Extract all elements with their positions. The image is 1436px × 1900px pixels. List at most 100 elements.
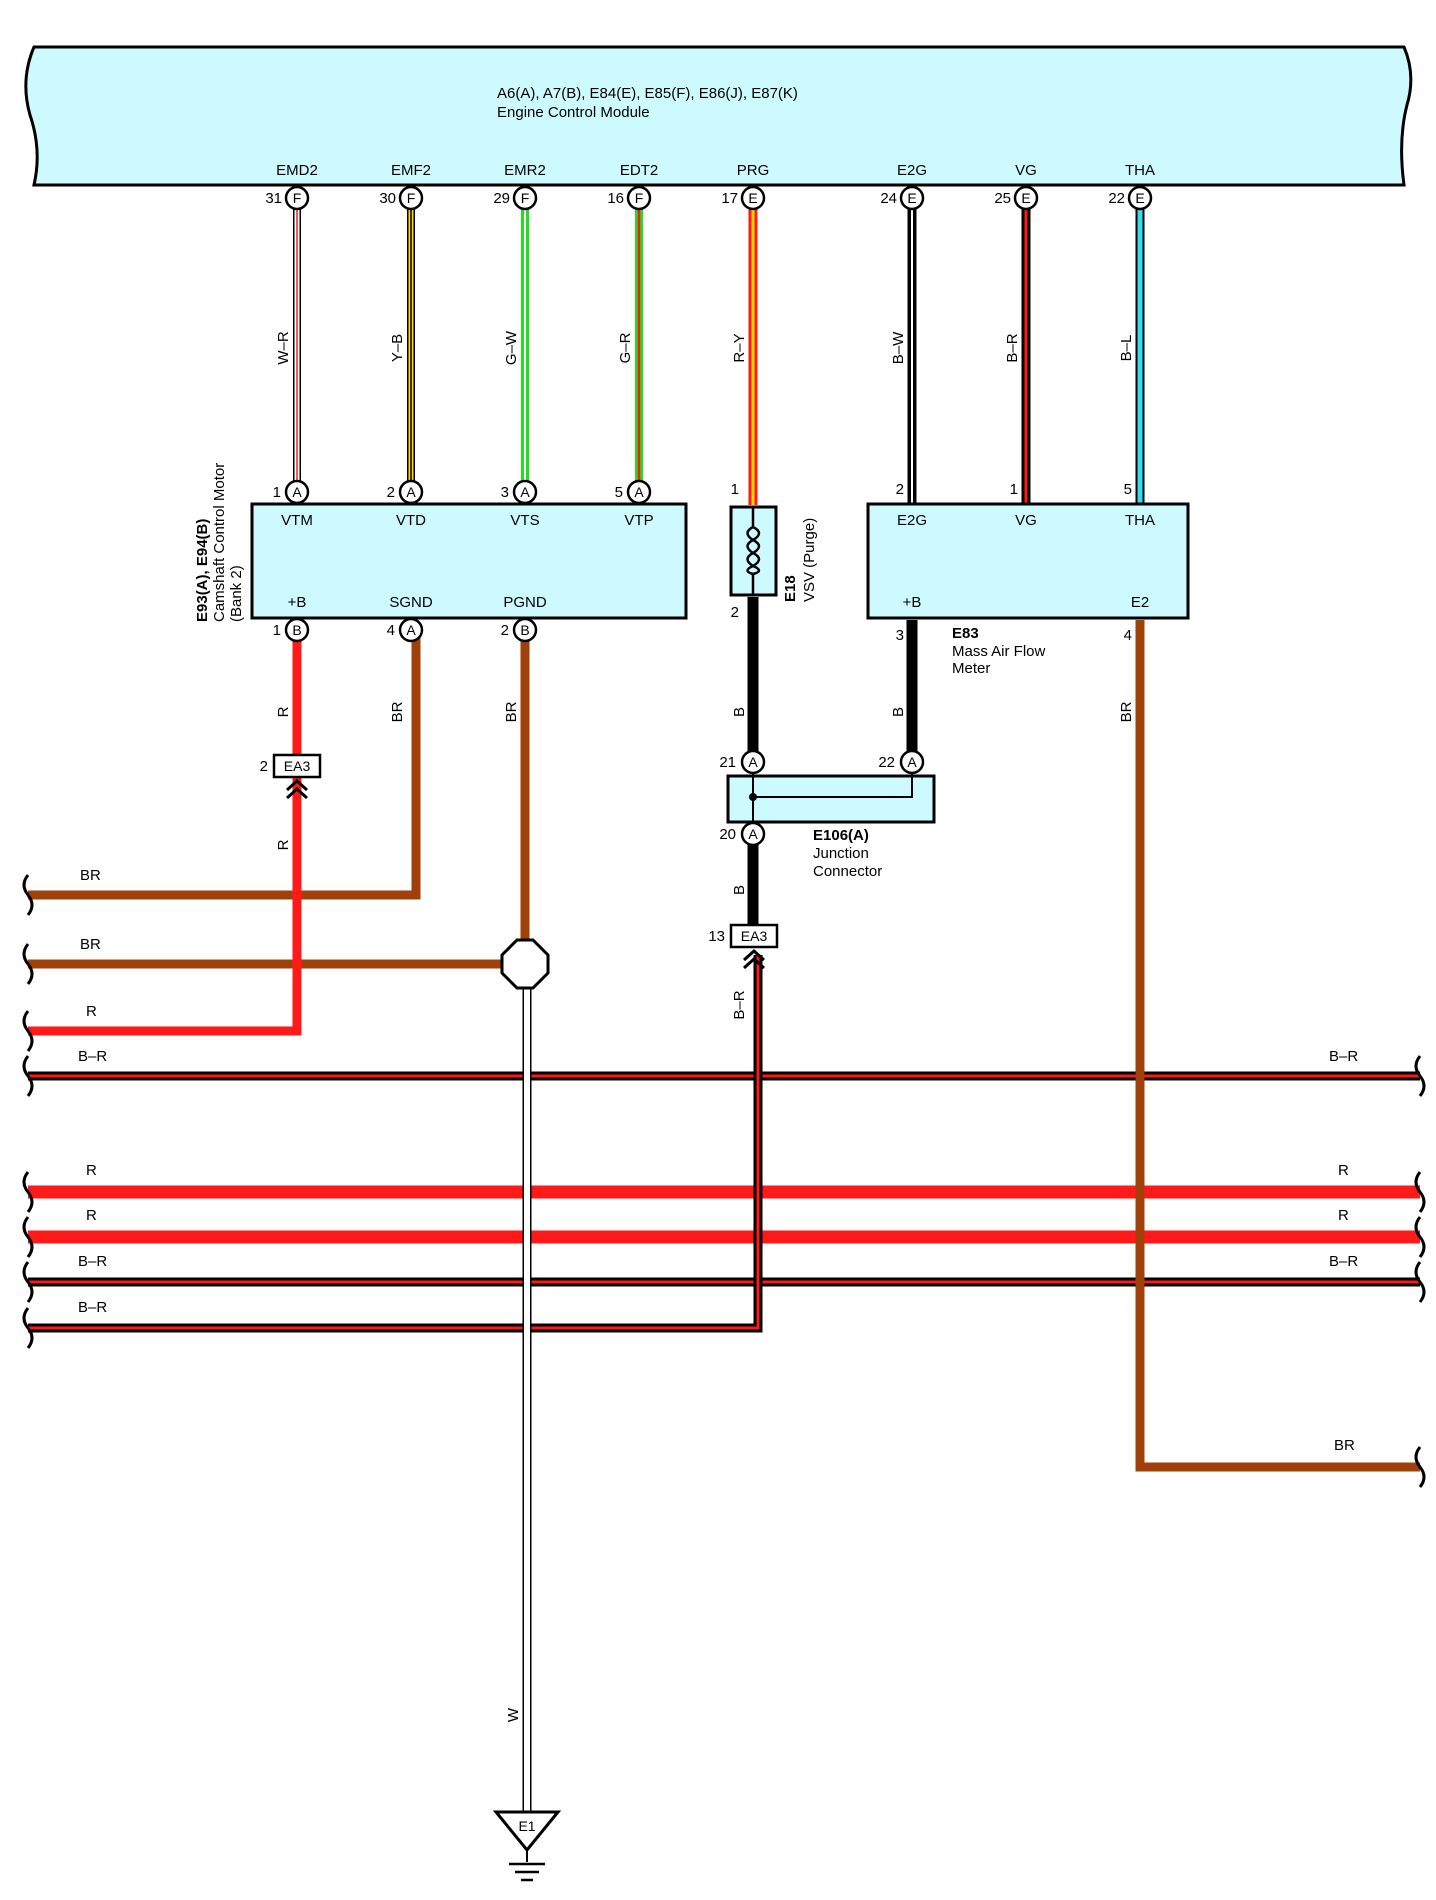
left-harness-labels: BR BR R B–R R R B–R B–R (78, 867, 107, 1316)
svg-text:F: F (635, 190, 644, 206)
svg-text:16: 16 (607, 190, 624, 207)
svg-text:R: R (275, 839, 292, 850)
svg-text:A: A (292, 484, 302, 500)
junction-id: E106(A) (813, 827, 869, 844)
ecm-terminal-names: EMD2 EMF2 EMR2 EDT2 PRG E2G VG THA (276, 162, 1155, 179)
wire-label-g-r: G–R (617, 332, 634, 363)
ecm-subtitle: Engine Control Module (497, 104, 650, 121)
svg-text:B: B (890, 707, 907, 717)
right-line-label-3: R (1338, 1207, 1349, 1224)
ecm-wires (293, 198, 1145, 505)
svg-text:A: A (406, 484, 416, 500)
left-line-label-2: BR (80, 936, 101, 953)
ground-e1: E1 (492, 1810, 562, 1882)
vsv-block: 1 2 E18 VSV (Purge) (729, 481, 818, 621)
cam-bottom-pins: B 1 A 4 B 2 (273, 617, 538, 643)
wire-label-r-y: R–Y (731, 333, 748, 362)
svg-text:21: 21 (719, 754, 736, 771)
vsv-pin-bottom: 2 (731, 604, 739, 621)
maf-pin-4: 4 (1124, 627, 1132, 644)
svg-text:2: 2 (501, 622, 509, 639)
splice-point (500, 938, 550, 990)
svg-text:F: F (293, 190, 302, 206)
svg-text:2: 2 (260, 758, 268, 775)
left-line-label-6: R (86, 1207, 97, 1224)
svg-text:F: F (521, 190, 530, 206)
svg-text:B: B (731, 707, 748, 717)
cam-vtd: VTD (396, 512, 426, 529)
left-line-label-1: BR (80, 867, 101, 884)
wire-label-g-w: G–W (503, 330, 520, 365)
svg-text:22: 22 (878, 754, 895, 771)
ecm-terminal-emr2: EMR2 (504, 162, 546, 179)
wire-label-b-r: B–R (1004, 333, 1021, 362)
svg-text:BR: BR (1118, 701, 1135, 722)
svg-text:3: 3 (501, 484, 509, 501)
maf-e2g: E2G (897, 512, 927, 529)
svg-text:EA3: EA3 (741, 928, 768, 944)
junction-connector: A 21 A 22 A 20 E106(A) Junction Connecto… (719, 749, 936, 880)
ecm-terminal-emd2: EMD2 (276, 162, 318, 179)
maf-tha: THA (1125, 512, 1155, 529)
cam-pgnd: PGND (503, 594, 547, 611)
right-break-marks (1414, 1055, 1426, 1488)
vsv-id: E18 (782, 575, 799, 602)
svg-text:E: E (1135, 190, 1144, 206)
cam-sgnd: SGND (389, 594, 433, 611)
junction-name-2: Connector (813, 863, 882, 880)
ecm-pin-22: E 22 (1108, 185, 1153, 211)
maf-pin-2: 2 (896, 481, 904, 498)
junction-name-1: Junction (813, 845, 869, 862)
ecm-terminal-prg: PRG (737, 162, 770, 179)
svg-text:A: A (748, 754, 758, 770)
svg-text:B: B (520, 622, 529, 638)
maf-vg: VG (1015, 512, 1037, 529)
maf-block: E2G VG THA +B E2 2 1 5 3 4 E83 Mass Air … (866, 481, 1190, 677)
camshaft-motor-block: VTM VTD VTS VTP +B SGND PGND E93(A), E94… (194, 463, 688, 622)
ecm-pin-31: F 31 (265, 185, 310, 211)
svg-text:20: 20 (719, 826, 736, 843)
ecm-pin-16: F 16 (607, 185, 652, 211)
svg-text:1: 1 (273, 484, 281, 501)
cam-vtp: VTP (624, 512, 653, 529)
right-harness-labels: B–R R R B–R BR (1329, 1048, 1358, 1454)
svg-text:A: A (634, 484, 644, 500)
svg-text:22: 22 (1108, 190, 1125, 207)
right-line-label-1: B–R (1329, 1048, 1358, 1065)
ecm-terminal-edt2: EDT2 (620, 162, 658, 179)
left-line-label-5: R (86, 1162, 97, 1179)
cam-vts: VTS (510, 512, 539, 529)
right-line-label-5: BR (1334, 1437, 1355, 1454)
right-line-label-4: B–R (1329, 1253, 1358, 1270)
ecm-pin-29: F 29 (493, 185, 538, 211)
svg-text:4: 4 (387, 622, 395, 639)
svg-text:A: A (406, 622, 416, 638)
svg-text:13: 13 (708, 928, 725, 945)
wire-label-b-l: B–L (1118, 335, 1135, 362)
ecm-title: A6(A), A7(B), E84(E), E85(F), E86(J), E8… (497, 85, 798, 102)
svg-text:E: E (748, 190, 757, 206)
ecm-terminal-e2g: E2G (897, 162, 927, 179)
svg-text:E: E (907, 190, 916, 206)
svg-text:A: A (520, 484, 530, 500)
svg-text:1: 1 (273, 622, 281, 639)
ecm-terminal-tha: THA (1125, 162, 1155, 179)
ecm-pin-30: F 30 (379, 185, 424, 211)
svg-text:5: 5 (615, 484, 623, 501)
ground-wire-label: W (505, 1707, 522, 1722)
maf-pin-3: 3 (896, 627, 904, 644)
vsv-pin-top: 1 (731, 481, 739, 498)
wire-label-w-r: W–R (275, 331, 292, 365)
cam-bottom-wire-labels: R BR BR R (275, 701, 520, 850)
ecm-block: A6(A), A7(B), E84(E), E85(F), E86(J), E8… (24, 45, 1413, 187)
cam-vtm: VTM (281, 512, 313, 529)
ecm-pin-25: E 25 (994, 185, 1039, 211)
svg-text:B–R: B–R (731, 990, 748, 1019)
svg-text:EA3: EA3 (284, 758, 311, 774)
svg-text:BR: BR (503, 701, 520, 722)
vsv-maf-wire-labels: B B BR B B–R W (505, 701, 1135, 1722)
cam-top-pins: A 1 A 2 A 3 A 5 (273, 479, 652, 505)
svg-text:B: B (292, 622, 301, 638)
svg-text:B: B (731, 885, 748, 895)
